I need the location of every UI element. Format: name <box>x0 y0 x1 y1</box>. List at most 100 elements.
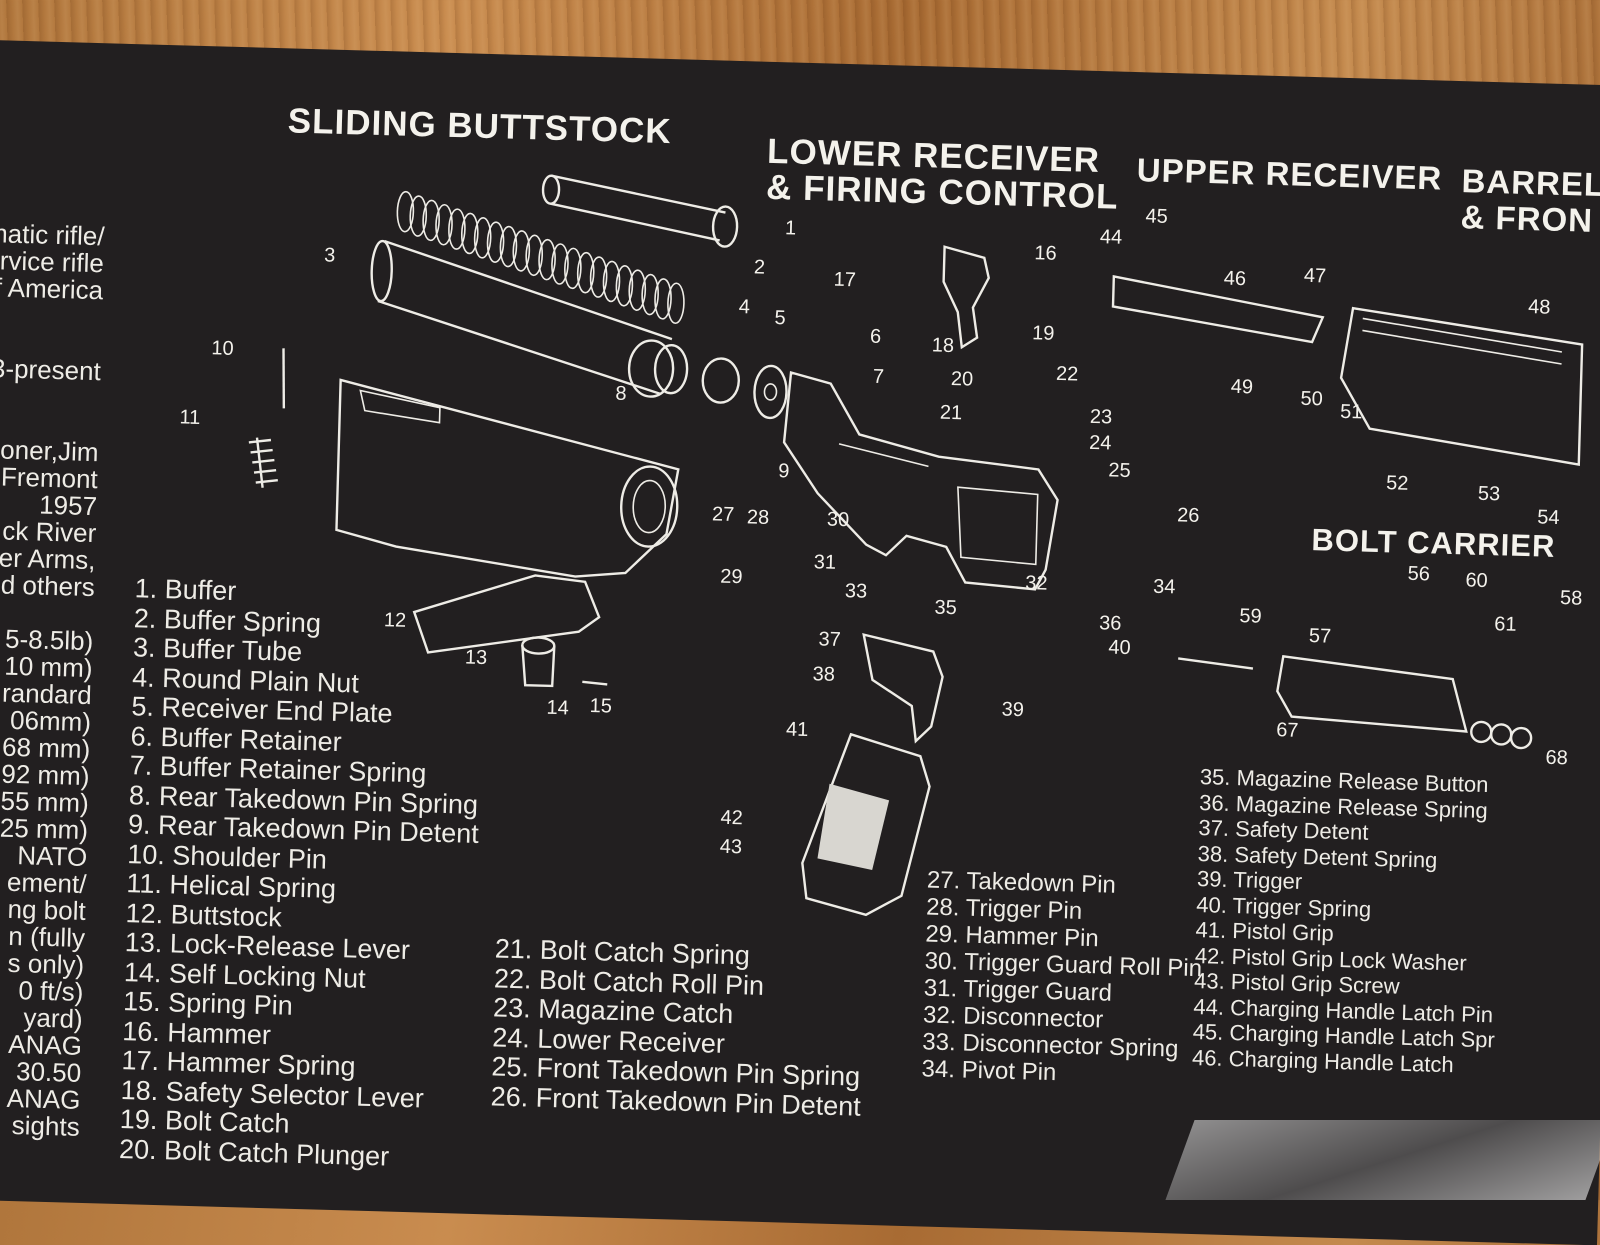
hammer-part <box>942 245 991 350</box>
callout-number: 15 <box>589 695 612 718</box>
callout-number: 52 <box>1386 472 1409 495</box>
spring-coil <box>525 234 544 277</box>
callout-number: 28 <box>747 506 770 529</box>
callout-number: 24 <box>1089 432 1112 455</box>
callout-number: 47 <box>1304 265 1327 288</box>
callout-number: 42 <box>720 807 743 830</box>
callout-number: 3 <box>324 244 336 266</box>
spring-coil <box>448 208 466 250</box>
callout-number: 59 <box>1239 605 1262 628</box>
callout-number: 39 <box>1001 699 1024 722</box>
callout-number: 20 <box>951 368 974 391</box>
callout-number: 31 <box>813 551 836 574</box>
callout-number: 54 <box>1537 506 1560 529</box>
callout-number: 45 <box>1145 205 1168 228</box>
spring-coil <box>473 217 492 259</box>
callout-number: 17 <box>833 269 856 292</box>
bolt-carrier-part <box>1178 655 1533 750</box>
spring-coil <box>576 251 595 294</box>
spring-coil <box>499 225 518 268</box>
callout-number: 51 <box>1340 401 1363 424</box>
callout-number: 32 <box>1025 572 1048 595</box>
spring-coil <box>409 195 428 237</box>
callout-number: 60 <box>1465 569 1488 592</box>
buffer-tube-part <box>370 239 689 398</box>
callout-number: 67 <box>1276 719 1299 742</box>
spring-coil <box>602 260 621 303</box>
callout-number: 35 <box>934 597 957 620</box>
buffer-spring-part <box>396 190 685 325</box>
callout-number: 18 <box>932 334 955 357</box>
callout-number: 13 <box>465 647 488 670</box>
callout-number: 27 <box>712 503 735 526</box>
callout-number: 34 <box>1153 576 1176 599</box>
callout-number: 50 <box>1300 388 1323 411</box>
spring-coil <box>641 273 659 316</box>
spring-pin-part <box>582 680 608 686</box>
callout-number: 57 <box>1309 625 1332 648</box>
spring-coil <box>589 256 608 298</box>
trigger-part <box>862 633 944 744</box>
shoulder-pin-part <box>282 348 286 409</box>
callout-number: 21 <box>940 402 963 425</box>
spring-coil <box>667 282 685 325</box>
callout-number: 30 <box>827 509 850 532</box>
callout-number: 7 <box>873 366 885 388</box>
pistol-grip-part <box>801 732 931 917</box>
plastic-wrap <box>1165 1120 1600 1200</box>
callout-number: 10 <box>211 337 234 360</box>
spring-coil <box>460 212 479 255</box>
callout-number: 61 <box>1494 613 1517 636</box>
round-nut-and-end-plate <box>701 357 788 420</box>
callout-number: 48 <box>1528 296 1551 319</box>
callout-number: 1 <box>785 217 797 239</box>
callout-number: 68 <box>1545 747 1568 770</box>
callout-number: 43 <box>719 836 742 859</box>
callout-number: 8 <box>615 383 627 405</box>
callout-number: 29 <box>720 566 743 589</box>
callout-number: 2 <box>754 256 766 278</box>
spring-coil <box>564 247 582 290</box>
upper-receiver-part <box>1111 275 1584 466</box>
spring-coil <box>615 265 634 307</box>
callout-number: 11 <box>179 406 200 429</box>
helical-spring-part <box>248 437 278 488</box>
callout-number: 6 <box>870 326 882 348</box>
callout-number: 56 <box>1407 563 1430 586</box>
buffer-part <box>541 174 739 248</box>
spring-coil <box>435 203 453 246</box>
callout-number: 12 <box>384 609 407 632</box>
callout-number: 44 <box>1100 226 1123 249</box>
callout-number: 5 <box>774 307 786 329</box>
callout-number: 14 <box>546 697 569 720</box>
callout-number: 53 <box>1478 483 1501 506</box>
spring-coil <box>628 269 647 311</box>
callout-number: 19 <box>1032 322 1055 345</box>
callout-number: 4 <box>739 296 751 318</box>
self-locking-nut-part <box>521 636 556 688</box>
callout-number: 41 <box>786 719 809 742</box>
callout-number: 9 <box>778 460 790 482</box>
spring-coil <box>538 238 556 281</box>
callout-number: 33 <box>845 580 868 603</box>
spring-coil <box>551 243 569 285</box>
callout-number: 16 <box>1034 242 1057 265</box>
callout-number: 38 <box>812 663 835 686</box>
callout-number: 23 <box>1090 406 1113 429</box>
lower-receiver-part <box>782 370 1059 591</box>
spring-coil <box>396 190 415 233</box>
callout-number: 37 <box>818 628 841 651</box>
callout-number: 40 <box>1108 636 1131 659</box>
callout-number: 49 <box>1230 376 1253 399</box>
spring-coil <box>422 199 440 242</box>
callout-number: 25 <box>1108 459 1131 482</box>
lock-release-lever-part <box>412 574 601 654</box>
spring-coil <box>654 278 672 320</box>
